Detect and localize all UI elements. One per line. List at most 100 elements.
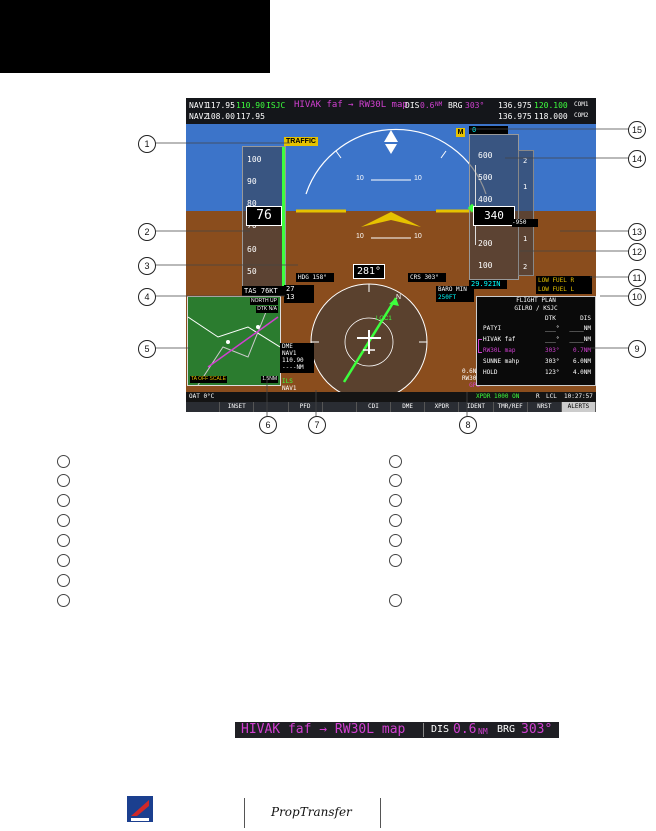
com1-standby[interactable]: 120.100 xyxy=(534,101,568,110)
table-row[interactable]: HOLD 123° 4.0NM xyxy=(483,368,591,377)
fp-wpt: RW30L map xyxy=(483,347,516,354)
com1-label: COM1 xyxy=(574,101,589,108)
alt-tick: 500 xyxy=(478,173,493,182)
selected-heading[interactable]: HDG 158° xyxy=(296,273,334,282)
softkey-xpdr[interactable]: XPDR xyxy=(425,402,460,412)
header-black-block xyxy=(0,0,270,73)
nav2-active[interactable]: 108.00 xyxy=(206,112,235,121)
gps-waypoint: RW30L xyxy=(461,375,480,382)
dme-source: NAV1 xyxy=(282,350,297,357)
fp-route: GILRO / KSJC xyxy=(514,305,558,312)
nav2-standby[interactable]: 117.95 xyxy=(236,112,265,121)
fp-dtk: 303° xyxy=(545,358,560,365)
selected-altitude[interactable]: 0 xyxy=(469,126,508,135)
clock: 10:27:57 xyxy=(564,393,593,400)
vertical-speed-readout: -950 xyxy=(512,219,538,227)
vsi-tick: 1 xyxy=(523,183,528,191)
map-dtk: DTK N/A xyxy=(256,306,278,313)
softkey-ident[interactable]: IDENT xyxy=(459,402,494,412)
footer-divider xyxy=(244,798,245,828)
brg-value: 303° xyxy=(465,101,485,110)
legend-circle xyxy=(389,494,402,507)
callout-11: 11 xyxy=(628,269,646,287)
softkey-dme[interactable]: DME xyxy=(391,402,426,412)
xpdr-status: XPDR 1000 ON xyxy=(476,393,520,400)
table-row[interactable]: HIVAK faf ___° ____NM xyxy=(483,335,591,344)
fuel-annunciations: LOW FUEL R LOW FUEL L xyxy=(536,276,592,294)
sample-dis-unit: NM xyxy=(478,727,488,736)
fp-wpt: SUNNE mahp xyxy=(483,358,520,365)
sample-dis-value: 0.6 xyxy=(453,722,477,737)
table-row[interactable]: RW30L map 303° 0.7NM xyxy=(483,346,591,355)
baro-setting[interactable]: 29.92IN xyxy=(469,280,507,289)
com2-standby[interactable]: 118.000 xyxy=(534,112,568,121)
nav1-active[interactable]: 117.95 xyxy=(206,101,235,110)
com1-active[interactable]: 136.975 xyxy=(498,101,532,110)
nav1-standby[interactable]: 110.90 xyxy=(236,101,265,110)
legend-circle xyxy=(57,494,70,507)
legend-circle xyxy=(389,474,402,487)
traffic-annunciator: TRAFFIC xyxy=(284,137,318,146)
softkey-1[interactable] xyxy=(186,402,221,412)
table-row[interactable]: PATYI ___° ____NM xyxy=(483,324,591,333)
softkey-cdi[interactable]: CDI xyxy=(357,402,392,412)
dme-distance: ----NM xyxy=(282,364,304,371)
map-orientation: NORTH UP xyxy=(249,298,278,305)
callout-5: 5 xyxy=(138,340,156,358)
com2-label: COM2 xyxy=(574,112,589,119)
nav-source-name: NAV1 xyxy=(282,385,297,392)
com2-active[interactable]: 136.975 xyxy=(498,112,532,121)
selected-course[interactable]: CRS 303° xyxy=(408,273,446,282)
wind-vector: 27 13 xyxy=(284,285,314,303)
table-row[interactable]: SUNNE mahp 303° 6.0NM xyxy=(483,357,591,366)
footer-divider xyxy=(380,798,381,828)
fp-dis: ____NM xyxy=(569,325,591,332)
low-fuel-right: LOW FUEL R xyxy=(538,277,575,284)
heading-readout: 281° xyxy=(353,264,385,279)
callout-4: 4 xyxy=(138,288,156,306)
nav-status-box-sample: HIVAK faf → RW30L map DIS 0.6 NM BRG 303… xyxy=(235,722,559,738)
fp-dtk: ___° xyxy=(545,325,560,332)
callout-leaders xyxy=(154,128,629,416)
flight-plan-window[interactable]: FLIGHT PLAN GILRO / KSJC DTK DIS PATYI _… xyxy=(476,296,596,386)
hsi-compass-rose xyxy=(310,283,428,398)
gps-label: GPS xyxy=(469,382,480,389)
callout-6: 6 xyxy=(259,416,277,434)
softkey-alerts[interactable]: ALERTS xyxy=(561,402,596,412)
callout-9: 9 xyxy=(628,340,646,358)
softkey-5[interactable] xyxy=(323,402,357,412)
baro-min-value: 250FT xyxy=(438,294,457,301)
callout-1: 1 xyxy=(138,135,156,153)
asi-tick: 60 xyxy=(247,245,257,254)
softkey-inset[interactable]: INSET xyxy=(220,402,255,412)
gps-distance: 0.6NM xyxy=(461,368,480,375)
callout-15: 15 xyxy=(628,121,646,139)
fp-dtk: ___° xyxy=(545,336,560,343)
map-roads xyxy=(188,306,280,385)
legend-circle xyxy=(389,514,402,527)
dis-label: DIS xyxy=(405,101,420,110)
legend-circle xyxy=(57,534,70,547)
glideslope-scale xyxy=(470,165,476,245)
baro-min-label: BARO MIN xyxy=(438,286,467,293)
legend-circle xyxy=(57,554,70,567)
dme-title: DME xyxy=(282,343,293,350)
pitch-10-top-right: 10 xyxy=(414,175,422,182)
vsi-tick: 2 xyxy=(523,157,528,165)
hsi-loc: LOC1 xyxy=(376,316,392,322)
inset-map[interactable]: NORTH UP DTK N/A TA OFF SCALE 1.5NM xyxy=(187,296,281,386)
asi-tick: 90 xyxy=(247,177,257,186)
fp-wpt: HIVAK faf xyxy=(483,336,516,343)
softkey-nrst[interactable]: NRST xyxy=(528,402,562,412)
callout-14: 14 xyxy=(628,150,646,168)
callout-7: 7 xyxy=(308,416,326,434)
fp-col-dis: DIS xyxy=(580,315,591,322)
legend-circle xyxy=(389,554,402,567)
softkey-tmr-ref[interactable]: TMR/REF xyxy=(494,402,528,412)
softkey-3[interactable] xyxy=(254,402,289,412)
true-airspeed: TAS 76KT xyxy=(242,286,288,296)
callout-8: 8 xyxy=(459,416,477,434)
vertical-speed-tape: 2 1 1 2 xyxy=(518,150,534,276)
softkey-pfd[interactable]: PFD xyxy=(289,402,323,412)
vsi-tick: 2 xyxy=(523,263,528,271)
